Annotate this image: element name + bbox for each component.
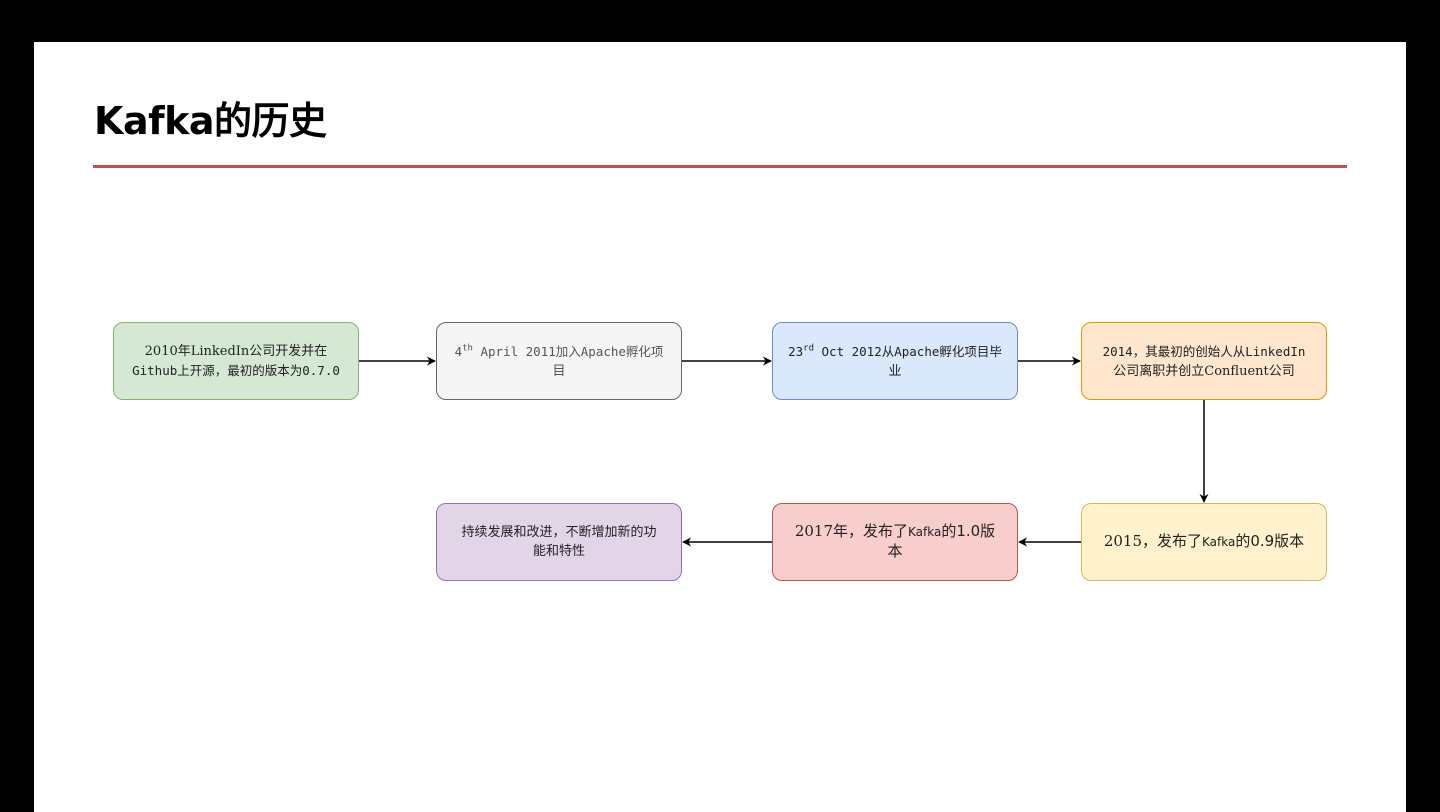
title-divider (93, 165, 1347, 168)
node-2012-rest: Oct 2012从Apache孵化项目毕 (814, 343, 1002, 359)
node-2017-brand: Kafka (908, 525, 942, 539)
flow-connectors (359, 356, 1209, 547)
node-future-development: 持续发展和改进，不断增加新的功 能和特性 (436, 503, 682, 581)
node-2017-suffix: 的1.0版 (941, 522, 996, 540)
node-2010-line2: Github上开源，最初的版本为0.7.0 (132, 362, 340, 378)
node-2011-rest: April 2011加入Apache孵化项 (472, 343, 664, 359)
node-2014-confluent: 2014，其最初的创始人从LinkedIn 公司离职并创立Confluent公司 (1081, 322, 1327, 400)
node-2011-day: 4 (454, 343, 463, 359)
node-2011-apache-incubator: 4th April 2011加入Apache孵化项 目 (436, 322, 682, 400)
node-2015-brand: Kafka (1202, 535, 1236, 549)
node-2011-line2: 目 (552, 363, 566, 379)
node-2014-line2: 公司离职并创立Confluent公司 (1113, 363, 1295, 379)
node-2012-graduation: 23rd Oct 2012从Apache孵化项目毕 业 (772, 322, 1018, 400)
node-2017-prefix: 2017年，发布了 (794, 522, 908, 540)
node-2012-line2: 业 (888, 363, 902, 379)
slide: Kafka的历史 2010年LinkedIn公司开发并在 Github上开源，最… (34, 42, 1406, 812)
node-2012-suffix: rd (803, 343, 814, 354)
node-2011-suffix: th (462, 343, 473, 354)
node-2015-suffix: 的0.9版本 (1235, 532, 1305, 550)
slide-title: Kafka的历史 (94, 99, 327, 143)
node-2010-linkedin: 2010年LinkedIn公司开发并在 Github上开源，最初的版本为0.7.… (113, 322, 359, 400)
node-2015-prefix: 2015，发布了 (1103, 532, 1202, 550)
node-2017-line2: 本 (887, 542, 903, 560)
node-future-line2: 能和特性 (532, 544, 585, 559)
node-2017-release-1-0: 2017年，发布了Kafka的1.0版 本 (772, 503, 1018, 581)
node-2010-line1: 2010年LinkedIn公司开发并在 (144, 343, 328, 359)
node-2014-line1: 2014，其最初的创始人从LinkedIn (1102, 343, 1306, 359)
node-future-line1: 持续发展和改进，不断增加新的功 (461, 525, 657, 540)
node-2015-release-0-9: 2015，发布了Kafka的0.9版本 (1081, 503, 1327, 581)
node-2012-day: 23 (788, 343, 804, 359)
